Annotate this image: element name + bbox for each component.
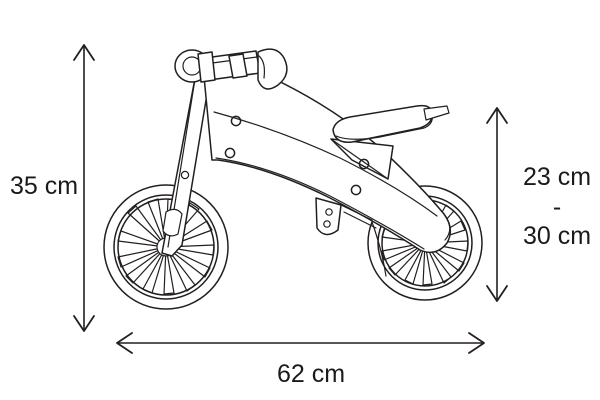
frame-bolts — [180, 115, 370, 196]
dimension-line-width — [116, 332, 485, 354]
frame-lower-edge — [443, 213, 451, 241]
seat-support-plate — [330, 138, 394, 180]
dimension-line-seat-height — [486, 107, 508, 302]
width-dimension-label: 62 cm — [277, 360, 346, 388]
seat-height-max-label: 30 cm — [523, 221, 592, 250]
seat-height-min-label: 23 cm — [523, 163, 592, 191]
wooden-frame — [202, 62, 452, 254]
footrest-bracket — [315, 197, 387, 277]
seat-height-separator: - — [552, 192, 562, 221]
left-handlebar-grip — [174, 49, 216, 83]
height-dimension-label: 35 cm — [10, 172, 79, 200]
right-handlebar-grip — [257, 48, 288, 90]
dimension-line-height — [73, 44, 95, 332]
saddle — [332, 104, 450, 143]
seat-height-dimension-label: 23 cm - 30 cm — [523, 163, 591, 251]
